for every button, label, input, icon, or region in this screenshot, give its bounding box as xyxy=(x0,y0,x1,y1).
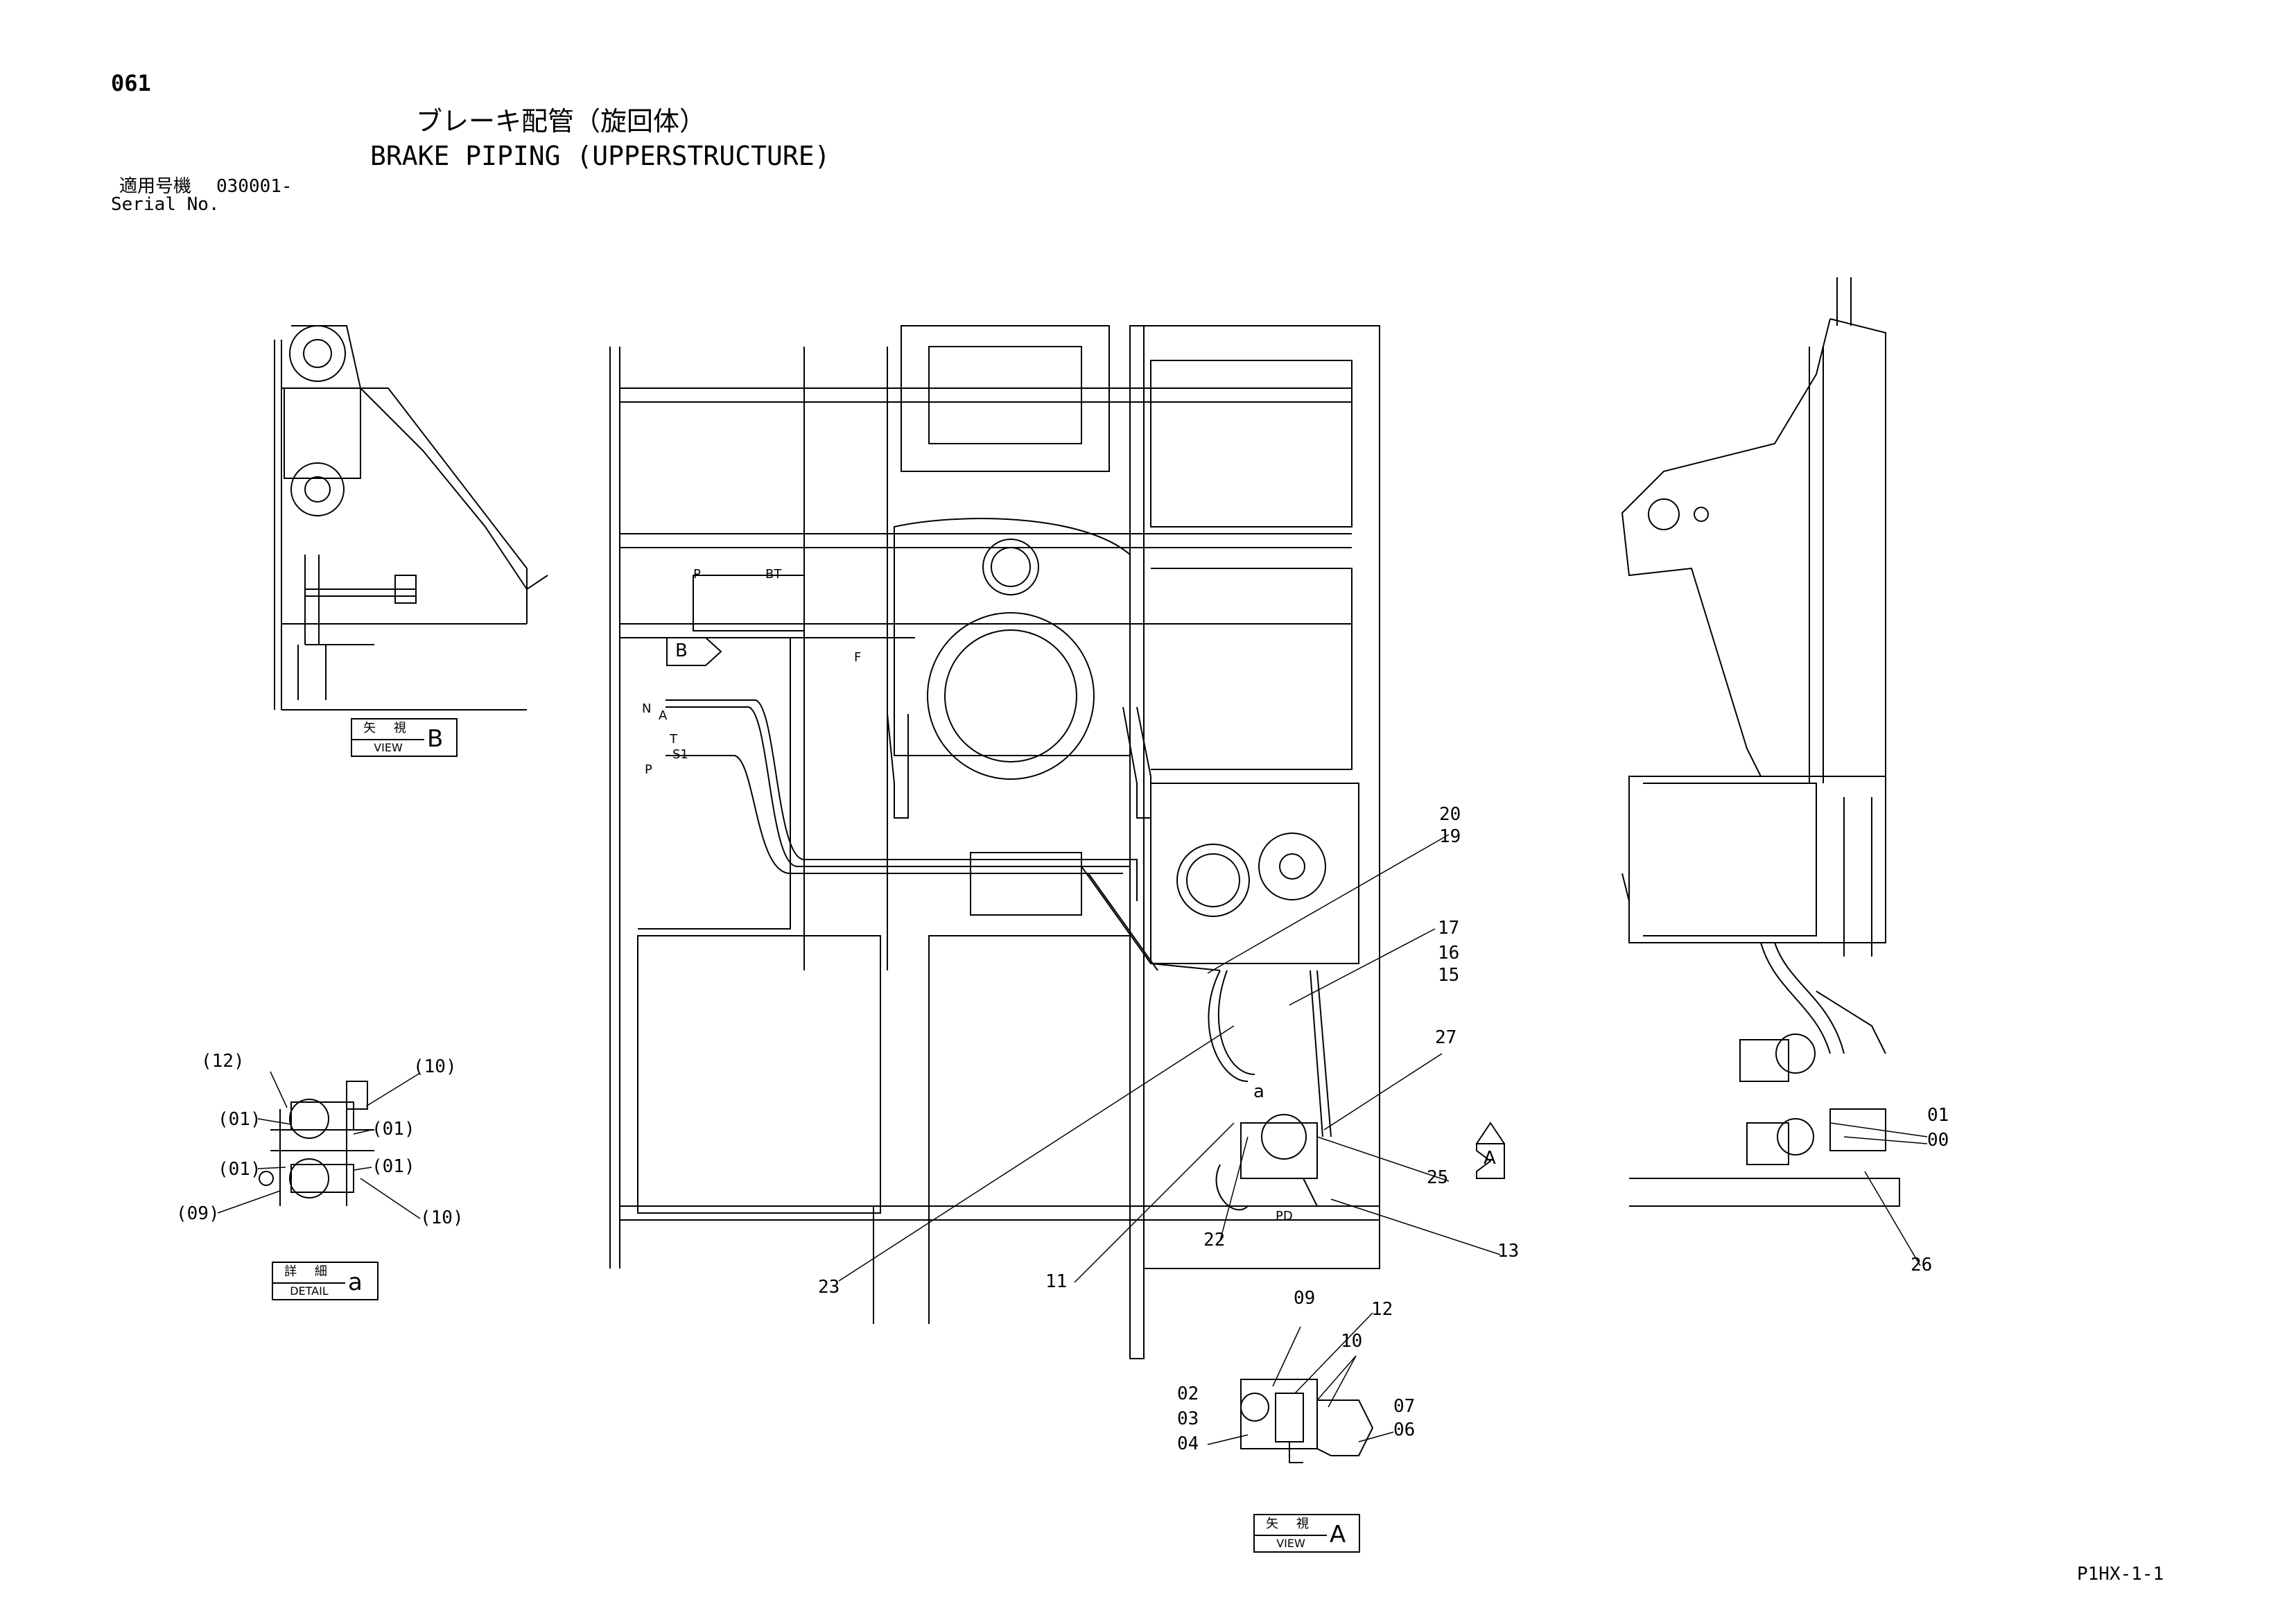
title-japanese: ブレーキ配管（旋回体） xyxy=(416,106,706,137)
view-b-arrow xyxy=(666,637,722,666)
view-a-arrow xyxy=(1476,1122,1505,1179)
port-s1: S1 xyxy=(672,747,688,762)
side-view-drawing xyxy=(1621,277,1900,1207)
view-a-label-en: VIEW xyxy=(1255,1535,1327,1551)
view-a-label-box: 矢 視 VIEW A xyxy=(1253,1514,1360,1553)
callout-detail-10-bottom: (10) xyxy=(420,1207,464,1228)
callout-detail-09: (09) xyxy=(176,1203,220,1224)
callout-detail-01-b: (01) xyxy=(372,1119,415,1140)
detail-a-drawing xyxy=(259,1081,374,1206)
callout-view-a-12: 12 xyxy=(1371,1299,1393,1320)
callout-22: 22 xyxy=(1203,1230,1226,1250)
callout-view-a-07: 07 xyxy=(1393,1396,1416,1417)
callout-view-a-10: 10 xyxy=(1341,1331,1363,1352)
callout-view-a-06: 06 xyxy=(1393,1420,1416,1440)
callout-25: 25 xyxy=(1427,1167,1449,1188)
serial-label-english: Serial No. xyxy=(111,194,220,215)
callout-detail-01-a: (01) xyxy=(218,1109,261,1130)
detail-a-label-jp: 詳 細 xyxy=(284,1264,334,1279)
callout-view-a-04: 04 xyxy=(1177,1433,1199,1454)
view-b-label-en: VIEW xyxy=(352,739,424,756)
port-bt: BT xyxy=(765,567,782,582)
view-b-letter: B xyxy=(427,725,444,753)
callout-27: 27 xyxy=(1435,1027,1457,1048)
view-b-label-box: 矢 視 VIEW B xyxy=(351,718,458,757)
view-b-arrow-letter: B xyxy=(675,640,688,661)
view-a-letter: A xyxy=(1330,1521,1346,1549)
port-t: T xyxy=(670,732,677,747)
leader-lines xyxy=(217,834,1928,1445)
page-number: 061 xyxy=(111,70,151,96)
title-english: BRAKE PIPING (UPPERSTRUCTURE) xyxy=(370,141,830,171)
detail-a-circle-letter: a xyxy=(1253,1081,1264,1102)
callout-detail-01-d: (01) xyxy=(372,1156,415,1177)
callout-23: 23 xyxy=(818,1277,840,1298)
view-b-label-jp: 矢 視 xyxy=(363,721,413,735)
callout-13: 13 xyxy=(1497,1241,1520,1262)
detail-a-label-box: 詳 細 DETAIL a xyxy=(272,1262,379,1300)
detail-a-label-en: DETAIL xyxy=(273,1282,345,1299)
view-a-drawing xyxy=(1240,1379,1374,1463)
drawing-code: P1HX-1-1 xyxy=(2077,1564,2164,1585)
view-b-drawing xyxy=(274,325,548,710)
callout-26-side: 26 xyxy=(1911,1255,1933,1275)
callout-16: 16 xyxy=(1438,943,1460,963)
port-pd: PD xyxy=(1276,1209,1293,1223)
callout-01-side: 01 xyxy=(1927,1105,1949,1126)
callout-20: 20 xyxy=(1439,804,1461,825)
callout-view-a-09: 09 xyxy=(1294,1288,1316,1309)
port-p-bottom: P xyxy=(645,762,652,777)
callout-view-a-03: 03 xyxy=(1177,1409,1199,1429)
callout-11: 11 xyxy=(1045,1271,1068,1292)
callout-detail-01-c: (01) xyxy=(218,1159,261,1180)
callout-19: 19 xyxy=(1439,826,1461,847)
callout-00-side: 00 xyxy=(1927,1130,1949,1151)
port-p-top: P xyxy=(693,567,701,582)
main-frame-drawing xyxy=(609,325,1380,1359)
detail-a-letter: a xyxy=(348,1268,363,1296)
callout-detail-10-top: (10) xyxy=(413,1056,457,1077)
port-a: A xyxy=(659,708,668,723)
callout-15: 15 xyxy=(1438,965,1460,986)
port-f: F xyxy=(854,650,862,665)
callout-detail-12: (12) xyxy=(201,1051,245,1072)
view-a-label-jp: 矢 視 xyxy=(1266,1517,1316,1531)
serial-label-japanese: 適用号機 xyxy=(119,176,192,197)
serial-value: 030001- xyxy=(216,176,293,197)
callout-17: 17 xyxy=(1438,918,1460,939)
callout-view-a-02: 02 xyxy=(1177,1384,1199,1404)
port-n: N xyxy=(642,701,652,716)
view-a-arrow-letter: A xyxy=(1484,1148,1496,1169)
